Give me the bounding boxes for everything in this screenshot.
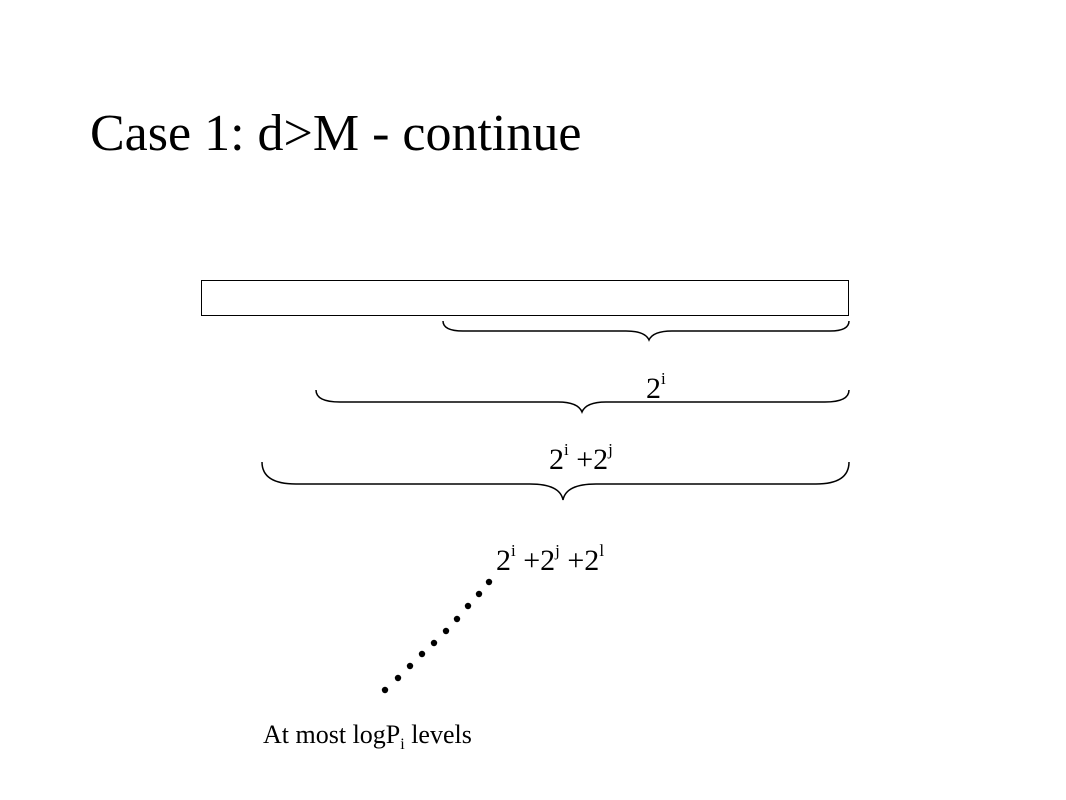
- label-2i: 2i: [646, 369, 666, 405]
- brace-3: [261, 461, 850, 501]
- label-2i-plus-2j-plus-2l: 2i +2j +2l: [496, 541, 605, 577]
- label-2i-plus-2j: 2i +2j: [549, 440, 613, 476]
- brace-2: [315, 389, 850, 415]
- array-bar: [201, 280, 849, 316]
- brace-1: [442, 320, 850, 342]
- levels-caption: At most logPi levels: [263, 720, 472, 753]
- ellipsis-dots: [381, 578, 493, 694]
- slide-title: Case 1: d>M - continue: [90, 105, 582, 162]
